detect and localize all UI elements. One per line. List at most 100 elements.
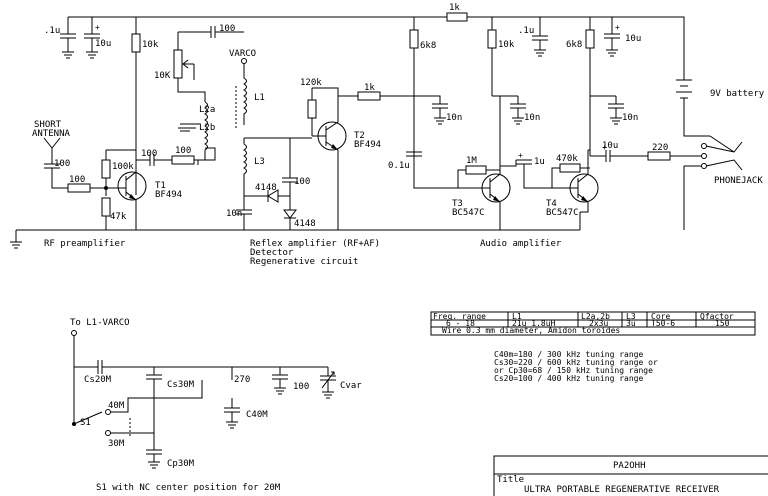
tuning-line-2: Cs30=220 / 600 kHz tuning range or	[494, 358, 658, 367]
resistor-1k-mid	[338, 91, 414, 101]
label-c-100-ant: 100	[54, 159, 70, 169]
svg-text:+: +	[602, 143, 607, 152]
band-switch-circuit	[71, 330, 336, 469]
label-r-100-base: 100	[69, 175, 85, 185]
label-sw40: 40M	[108, 401, 125, 411]
label-sec-rf: RF preamplifier	[44, 239, 126, 249]
transistor-t4	[566, 150, 599, 213]
label-t2: T2	[354, 131, 365, 141]
title-block-title: ULTRA PORTABLE REGENERATIVE RECEIVER	[524, 485, 720, 495]
table-header-5: Qfactor	[700, 312, 734, 321]
coil-l3	[243, 137, 312, 197]
label-r-1m: 1M	[466, 156, 477, 166]
capacitor-10u-b: +	[604, 17, 620, 57]
label-l2b: L2b	[199, 123, 215, 133]
label-cp30m: Cp30M	[167, 459, 195, 469]
table-header-2: L2a,2b	[581, 312, 610, 321]
battery-9v	[676, 79, 710, 137]
label-varco: VARCO	[229, 49, 256, 59]
label-t4-type: BC547C	[546, 208, 579, 218]
transistor-t2	[312, 110, 347, 160]
capacitor-100-top	[178, 26, 244, 38]
label-c-01u-a: .1u	[44, 26, 60, 36]
svg-text:+: +	[615, 23, 620, 32]
label-c-10n-c: 10n	[622, 113, 638, 123]
label-t1: T1	[155, 181, 166, 191]
resistor-1k-top	[446, 12, 468, 22]
label-r-220: 220	[652, 143, 668, 153]
table-cell-5: 150	[715, 319, 730, 328]
title-block-label: Title	[497, 475, 524, 485]
transistor-t3	[480, 150, 511, 212]
table-cell-0: 6 - 18	[446, 319, 475, 328]
resistor-120k	[307, 87, 339, 136]
label-cvar: Cvar	[340, 381, 362, 391]
label-phonejack: PHONEJACK	[714, 176, 763, 186]
tuning-line-3: or Cp30=68 / 150 kHz tuning range	[494, 366, 653, 375]
resistor-10k-b	[487, 17, 518, 150]
detector-network	[236, 138, 339, 230]
label-r-470k: 470k	[556, 154, 578, 164]
label-short-antenna-2: ANTENNA	[32, 129, 71, 139]
label-c100-low: 100	[293, 382, 309, 392]
resistor-470k	[551, 163, 590, 188]
label-c-100-det: 100	[294, 177, 310, 187]
label-r-120k: 120k	[300, 78, 322, 88]
capacitor-10n-a	[414, 95, 448, 125]
label-t2-type: BF494	[354, 140, 381, 150]
antenna	[43, 137, 68, 189]
capacitor-10n-b	[510, 96, 526, 125]
label-c-01u-b: 0.1u	[388, 161, 410, 171]
label-sec-reflex-2: Detector	[250, 248, 294, 258]
label-c-100-coll: 100	[141, 149, 157, 159]
label-c-10n-det: 10n	[226, 209, 242, 219]
label-sw30: 30M	[108, 439, 125, 449]
resistor-6k8-b	[585, 17, 616, 156]
label-c-10n-a: 10n	[446, 113, 462, 123]
varco-terminal	[235, 58, 247, 130]
label-sec-reflex-1: Reflex amplifier (RF+AF)	[250, 239, 380, 249]
phonejack	[683, 135, 743, 230]
label-r-10k-a: 10k	[142, 40, 159, 50]
table-cell-1: 21u 1.8uH	[512, 319, 556, 328]
label-s1: S1	[80, 418, 91, 428]
label-r-10k-b: 10k	[498, 40, 515, 50]
label-r-10k-pot: 10K	[154, 71, 171, 81]
decoupling-caps-left: +	[60, 17, 100, 59]
table-header-1: L1	[512, 312, 522, 321]
label-t3: T3	[452, 199, 463, 209]
label-r-1k-top: 1k	[449, 3, 460, 13]
table-header-3: L3	[626, 312, 636, 321]
label-to-l1: To L1-VARCO	[70, 318, 130, 328]
label-c-100-top: 100	[219, 24, 235, 34]
table-note: Wire 0.3 mm diameter, Amidon toroides	[442, 326, 620, 335]
table-header-4: Core	[651, 312, 670, 321]
table-header-0: Freq. range	[433, 312, 486, 321]
label-r-100k: 100k	[112, 162, 134, 172]
label-c-10n-b: 10n	[524, 113, 540, 123]
label-d-4148-b: 4148	[294, 219, 316, 229]
label-sec-audio: Audio amplifier	[480, 239, 562, 249]
label-s1-note: S1 with NC center position for 20M	[96, 483, 281, 493]
label-short-antenna-1: SHORT	[34, 120, 62, 130]
label-c-10u-b: 10u	[625, 34, 641, 44]
label-r-1k-mid: 1k	[364, 83, 375, 93]
svg-text:+: +	[95, 23, 100, 32]
label-c-1u: 1u	[534, 157, 545, 167]
label-t1-type: BF494	[155, 190, 182, 200]
capacitor-10n-c	[608, 96, 624, 125]
positive-supply-rail	[68, 12, 685, 80]
label-c-10u-a: 10u	[95, 39, 111, 49]
table-cell-2: 2x3u	[589, 319, 608, 328]
output-coupling: +	[590, 143, 702, 162]
label-r-6k8-b: 6k8	[566, 40, 582, 50]
label-cs30m: Cs30M	[167, 380, 195, 390]
transistor-t1	[117, 160, 147, 230]
tuning-line-4: Cs20=100 / 400 kHz tuning range	[494, 374, 643, 383]
t1-bias-network	[101, 149, 136, 230]
coil-table	[430, 311, 756, 336]
svg-text:+: +	[518, 151, 523, 160]
resistor-100-base	[67, 183, 120, 193]
t1-collector-coupling	[136, 147, 216, 166]
label-cs20m: Cs20M	[84, 375, 112, 385]
